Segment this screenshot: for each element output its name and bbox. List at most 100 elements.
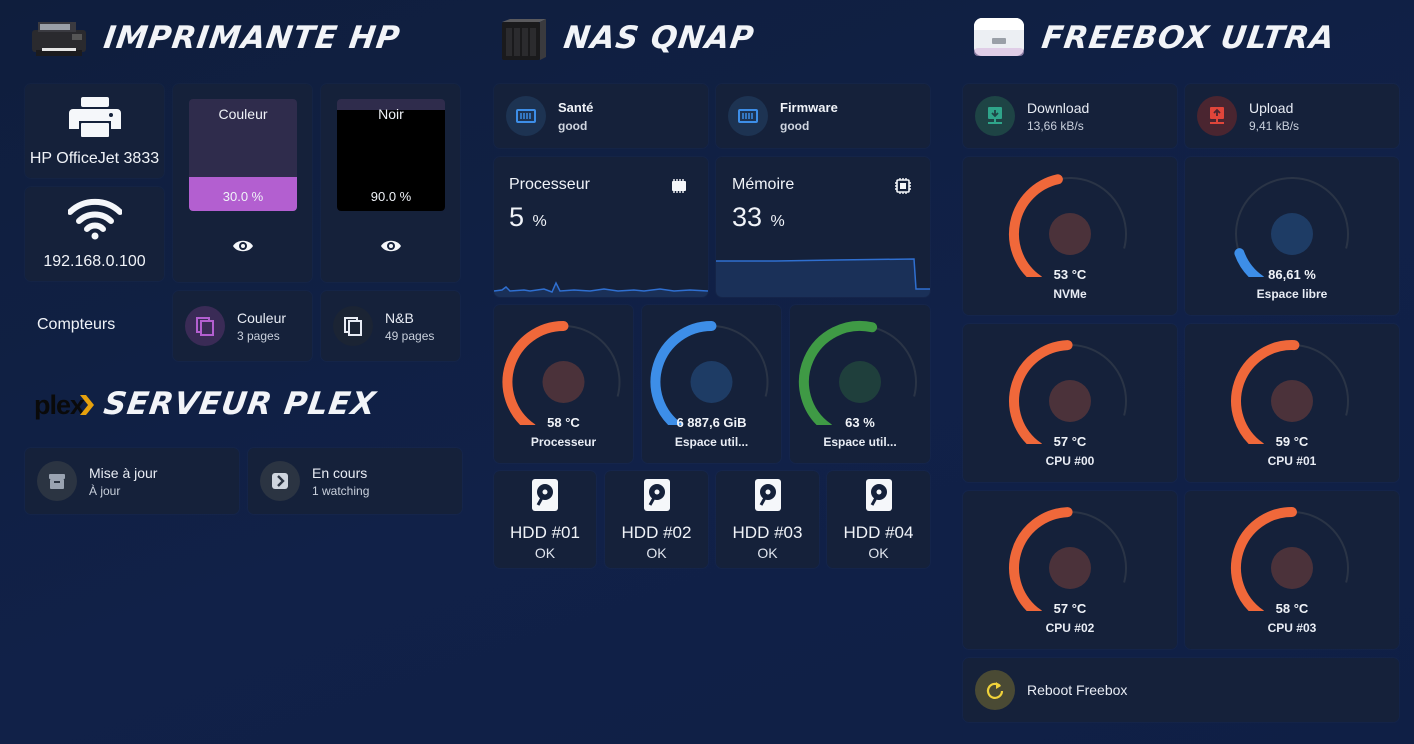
- gauge-label: Espace util...: [823, 435, 897, 449]
- copy-icon: [185, 306, 225, 346]
- counter-color-card[interactable]: Couleur 3 pages: [173, 291, 312, 361]
- ink-black-bar: Noir 90.0 %: [337, 99, 445, 211]
- printer-ip-card[interactable]: 192.168.0.100: [25, 187, 164, 281]
- reboot-freebox-button[interactable]: Reboot Freebox: [963, 658, 1399, 722]
- hdd-03-card[interactable]: HDD #03 OK: [716, 471, 819, 568]
- gauge-center-dot: [690, 361, 733, 403]
- hdd-icon: [754, 478, 782, 517]
- nas-mem-value-wrap: 33 %: [732, 202, 785, 233]
- hdd-01-card[interactable]: HDD #01 OK: [494, 471, 596, 568]
- hdd-icon: [643, 478, 671, 517]
- copy-icon: [333, 306, 373, 346]
- gauge-label: Espace util...: [674, 435, 749, 449]
- hdd-04-name: HDD #04: [843, 523, 914, 542]
- upload-name: Upload: [1249, 99, 1294, 116]
- gauge-value-arc: [1009, 507, 1073, 611]
- gauge-center-dot: [1271, 213, 1313, 255]
- ink-color-card[interactable]: Couleur 30.0 %: [173, 84, 312, 282]
- printer-model-card[interactable]: HP OfficeJet 3833: [25, 84, 164, 178]
- nas-mem-card[interactable]: Mémoire 33 %: [716, 157, 930, 297]
- gauge: [1009, 340, 1127, 444]
- hdd-icon: [531, 478, 559, 517]
- processor-icon: [670, 177, 688, 200]
- wifi-icon: [66, 198, 123, 245]
- plex-logo: plex: [34, 390, 85, 421]
- ink-color-bar: Couleur 30.0 %: [189, 99, 297, 211]
- ink-black-value: 90.0 %: [370, 189, 412, 204]
- nas-cpu-name: Processeur: [509, 176, 590, 193]
- freebox-gauge-nvme-card[interactable]: 53 °C NVMe: [963, 157, 1177, 315]
- hdd-04-value: OK: [868, 545, 889, 561]
- gauge-center-dot: [1049, 213, 1091, 255]
- ink-black-card[interactable]: Noir 90.0 %: [321, 84, 460, 282]
- nas-cpu-card[interactable]: Processeur 5 %: [494, 157, 708, 297]
- hdd-04-card[interactable]: HDD #04 OK: [827, 471, 930, 568]
- gauge-value: 63 %: [845, 415, 875, 430]
- gauge-label: Processeur: [530, 435, 597, 449]
- gauge-value: 57 °C: [1053, 601, 1087, 616]
- nas-firmware-card[interactable]: Firmware good: [716, 84, 930, 148]
- gauge: [1231, 340, 1349, 444]
- memory-icon: [894, 177, 912, 200]
- gauge-value: 6 887,6 GiB: [676, 415, 747, 430]
- printer-ip: 192.168.0.100: [43, 252, 146, 270]
- plex-update-value: À jour: [89, 483, 121, 498]
- gauge: [1234, 177, 1349, 277]
- nas-cpu-sparkline: [494, 281, 708, 297]
- gauge-value-arc: [798, 320, 878, 425]
- package-icon: [37, 461, 77, 501]
- download-value: 13,66 kB/s: [1027, 118, 1084, 133]
- nas-gauge-cpu-card[interactable]: 58 °C Processeur: [494, 305, 633, 463]
- freebox-gauge-free-space-card[interactable]: 86,61 %Espace libre: [1185, 157, 1399, 315]
- hdd-02-card[interactable]: HDD #02 OK: [605, 471, 708, 568]
- plex-logo-text: plex: [34, 390, 85, 420]
- gauge-center-dot: [1271, 547, 1313, 589]
- nas-mem-name: Mémoire: [732, 176, 795, 193]
- hdd-01-name: HDD #01: [510, 523, 580, 542]
- reboot-label: Reboot Freebox: [1027, 682, 1128, 698]
- gauge-value: 53 °C: [1053, 267, 1087, 282]
- counter-bw-card[interactable]: N&B 49 pages: [321, 291, 460, 361]
- counter-color-value: 3 pages: [237, 328, 280, 343]
- gauge-value-arc: [650, 321, 717, 425]
- printer-model: HP OfficeJet 3833: [29, 149, 160, 167]
- gauge-label: NVMe: [1053, 287, 1087, 301]
- plex-playing-card[interactable]: En cours 1 watching: [248, 448, 462, 514]
- gauge-value-arc: [1231, 507, 1297, 611]
- nas-section-title: NAS QNAP: [561, 20, 757, 56]
- plex-playing-value: 1 watching: [312, 483, 370, 498]
- gauge-value: 58 °C: [547, 415, 580, 430]
- gauge-label: CPU #01: [1267, 454, 1317, 468]
- nas-gauge-used-gib-card[interactable]: 6 887,6 GiB Espace util...: [642, 305, 781, 463]
- gauge-label: Espace libre: [1256, 287, 1328, 301]
- plex-chevron-icon: [80, 395, 94, 420]
- nas-firmware-value: good: [780, 118, 810, 133]
- hdd-02-name: HDD #02: [621, 523, 692, 542]
- gauge: [1231, 507, 1349, 611]
- eye-icon[interactable]: [232, 238, 254, 259]
- gauge-center-dot: [1271, 380, 1313, 422]
- gauge-center-dot: [839, 361, 881, 403]
- eye-icon[interactable]: [380, 238, 402, 259]
- plex-update-card[interactable]: Mise à jour À jour: [25, 448, 239, 514]
- gauge: [502, 321, 621, 425]
- gauge-value-arc: [1009, 340, 1073, 444]
- nas-gauge-used-pct-card[interactable]: 63 % Espace util...: [790, 305, 930, 463]
- counter-bw-name: N&B: [385, 309, 414, 326]
- freebox-download-card[interactable]: Download 13,66 kB/s: [963, 84, 1177, 148]
- plex-play-icon: [260, 461, 300, 501]
- gauge-value-arc: [1231, 340, 1300, 444]
- upload-icon: [1197, 96, 1237, 136]
- freebox-upload-card[interactable]: Upload 9,41 kB/s: [1185, 84, 1399, 148]
- ink-black-label: Noir: [378, 106, 404, 122]
- gauge: [1008, 174, 1127, 277]
- gauge-value-arc: [1008, 174, 1063, 277]
- plex-playing-name: En cours: [312, 464, 368, 481]
- ink-color-fill: [189, 177, 297, 211]
- counters-label: Compteurs: [37, 316, 116, 333]
- nas-health-card[interactable]: Santé good: [494, 84, 708, 148]
